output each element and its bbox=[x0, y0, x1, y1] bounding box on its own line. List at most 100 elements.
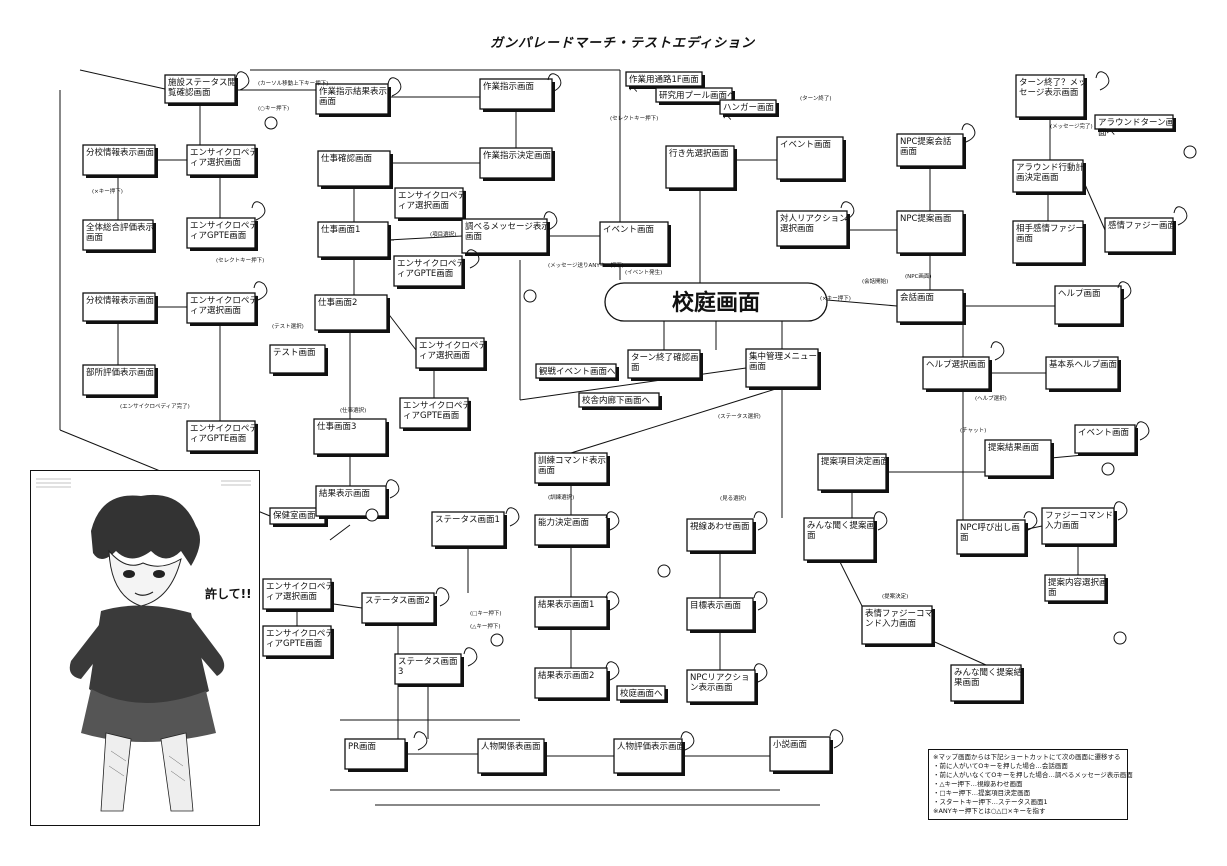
node-ikisaki: 行き先選択画面 bbox=[665, 145, 737, 191]
node-box bbox=[534, 596, 608, 628]
self-loop-arc bbox=[1023, 511, 1038, 531]
node-label: 分校情報表示画面 bbox=[86, 295, 155, 306]
edge-label: (カーソル移動上下キー押下) bbox=[258, 79, 328, 87]
node-label: 保健室画面へ bbox=[273, 510, 325, 521]
node-box bbox=[315, 83, 389, 115]
edge-label: (チャット) bbox=[960, 427, 986, 434]
node-label: アラウンドターン画面へ bbox=[1098, 118, 1174, 138]
node-box bbox=[616, 685, 666, 701]
node-shisen: 視線あわせ画面 bbox=[686, 518, 756, 554]
node-shigoto2: 仕事画面2 bbox=[314, 294, 390, 333]
node-label: 感情ファジー画面 bbox=[1108, 220, 1177, 231]
edge-label: (提案決定) bbox=[882, 592, 908, 600]
node-box bbox=[769, 736, 831, 772]
node-kekka2: 結果表示画面2 bbox=[534, 667, 610, 701]
node-koutei-he: 校庭画面へ bbox=[616, 685, 668, 703]
node-box bbox=[479, 147, 553, 179]
self-loop-arc bbox=[1173, 206, 1188, 226]
node-box bbox=[1044, 574, 1106, 602]
node-label: ヘルプ画面 bbox=[1058, 289, 1101, 299]
edge-label: (×キー押下) bbox=[92, 187, 123, 195]
node-label: ヘルプ選択画面 bbox=[926, 359, 986, 370]
node-ency3: エンサイクロペディア選択画面 bbox=[186, 292, 258, 326]
edge-label: (NPC画面) bbox=[905, 273, 932, 280]
self-loop-arc bbox=[463, 647, 478, 667]
edge-label: (ターン終了) bbox=[800, 94, 832, 102]
node-shisetsu: 施設ステータス閲覧確認画面 bbox=[164, 74, 238, 106]
node-box bbox=[1094, 114, 1174, 130]
self-loop-arc bbox=[840, 201, 855, 221]
node-label: 相手感情ファジー画面 bbox=[1016, 223, 1084, 244]
node-box bbox=[82, 219, 154, 251]
node-label: 人物関係表画面 bbox=[481, 741, 541, 752]
node-label: 仕事画面1 bbox=[321, 224, 360, 235]
node-label: エンサイクロペディアGPTE画面 bbox=[190, 220, 258, 241]
node-kikaku-help: 基本系ヘルプ画面 bbox=[1045, 356, 1121, 392]
connector-line bbox=[1082, 179, 1106, 231]
node-box bbox=[262, 578, 332, 610]
connector-marker bbox=[1183, 145, 1197, 159]
edge-labels-layer: (カーソル移動上下キー押下)(○キー押下)(×キー押下)(メッセージ送りANYキ… bbox=[92, 79, 1093, 630]
node-kanjo: 感情ファジー画面 bbox=[1104, 217, 1177, 255]
node-shiraberu: 調べるメッセージ表示画面 bbox=[461, 218, 550, 256]
node-box bbox=[776, 210, 848, 247]
edge-label: (仕事選択) bbox=[340, 406, 366, 414]
node-box bbox=[896, 210, 964, 254]
node-box bbox=[745, 348, 819, 388]
node-shigoto3: 仕事画面3 bbox=[313, 418, 389, 457]
node-box bbox=[394, 187, 464, 219]
connector-marker bbox=[1113, 631, 1127, 645]
node-event1: イベント画面 bbox=[599, 221, 671, 267]
node-label: エンサイクロペディア選択画面 bbox=[266, 581, 334, 602]
node-gpte1: エンサイクロペディアGPTE画面 bbox=[186, 217, 258, 251]
node-nouryoku: 能力決定画面 bbox=[534, 514, 610, 548]
node-box bbox=[82, 292, 156, 322]
node-label: NPC提案会話画面 bbox=[900, 136, 952, 157]
connector-marker bbox=[264, 116, 278, 130]
node-npc-reaction: NPCリアクション表示画面 bbox=[686, 669, 758, 705]
node-box bbox=[613, 738, 683, 774]
node-sakushi: 作業指示画面 bbox=[479, 78, 555, 112]
node-label: エンサイクロペディア選択画面 bbox=[419, 340, 487, 361]
node-label: NPC呼び出し画面 bbox=[960, 522, 1020, 543]
node-label: 仕事確認画面 bbox=[321, 153, 373, 164]
node-box bbox=[984, 439, 1052, 477]
node-label: ステータス画面1 bbox=[435, 515, 500, 525]
node-pr: PR画面 bbox=[344, 738, 408, 772]
node-around-turn: アラウンドターン画面へ bbox=[1094, 114, 1176, 138]
diagram-title: ガンパレードマーチ・テストエディション bbox=[490, 36, 756, 51]
node-box bbox=[1012, 159, 1084, 193]
node-teian-koumoku: 提案項目決定画面 bbox=[817, 453, 890, 493]
node-label: 研究用プール画面へ bbox=[659, 90, 736, 101]
node-test: テスト画面 bbox=[269, 344, 328, 376]
node-label: 校庭画面へ bbox=[620, 688, 663, 699]
edge-label: (テスト選択) bbox=[272, 322, 304, 330]
node-box bbox=[1015, 74, 1085, 118]
node-taijin: 対人リアクション選択画面 bbox=[776, 210, 850, 249]
node-sakushi-kettei: 作業指示決定画面 bbox=[479, 147, 555, 181]
legend-line: ・□キー押下…提案項目決定画面 bbox=[933, 789, 1031, 797]
node-label: ファジーコマンド入力画面 bbox=[1045, 511, 1113, 531]
loops-layer bbox=[235, 71, 1197, 751]
self-loop-arc bbox=[385, 479, 400, 499]
edge-label: (ヘルプ選択) bbox=[975, 394, 1007, 402]
node-label: 行き先選択画面 bbox=[669, 148, 729, 159]
node-gpte3: エンサイクロペディアGPTE画面 bbox=[186, 420, 258, 454]
self-loop-arc bbox=[505, 507, 520, 527]
connector-marker bbox=[490, 633, 504, 647]
node-event3: イベント画面 bbox=[1074, 424, 1138, 456]
edge-label: (ステータス選択) bbox=[718, 412, 761, 420]
connector-line bbox=[387, 235, 463, 241]
node-label: NPCリアクション表示画面 bbox=[690, 673, 750, 693]
edge-label: (メッセージ完了) bbox=[1050, 122, 1093, 130]
self-loop-arc bbox=[990, 341, 1005, 361]
self-loop-arc bbox=[435, 587, 450, 607]
node-box bbox=[817, 453, 887, 491]
nodes-layer: 校庭画面施設ステータス閲覧確認画面作業指示結果表示画面作業指示画面作業指示決定画… bbox=[82, 71, 1177, 776]
node-box bbox=[534, 514, 608, 546]
node-event2: イベント画面 bbox=[776, 136, 846, 182]
node-box bbox=[686, 669, 756, 703]
node-box bbox=[317, 150, 391, 187]
node-box bbox=[776, 136, 844, 180]
